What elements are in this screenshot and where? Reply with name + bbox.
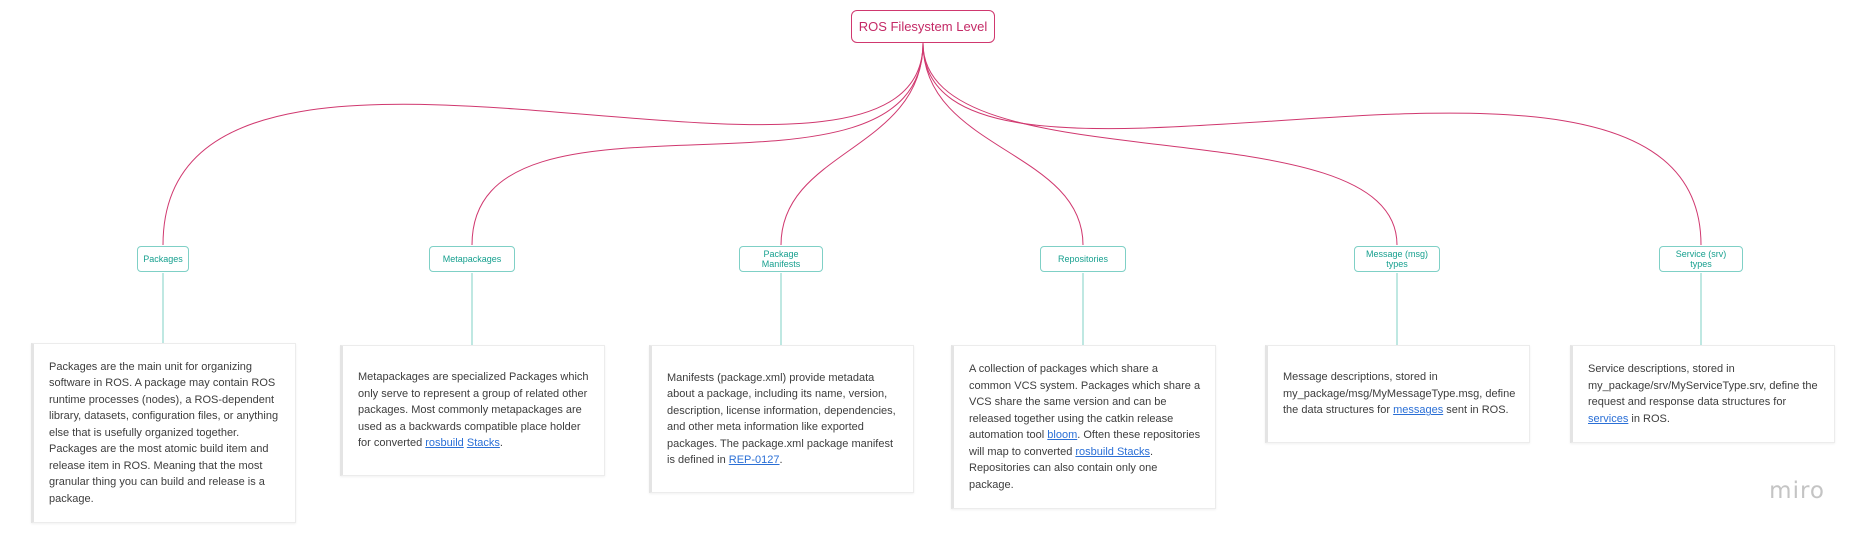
rosbuild-link[interactable]: rosbuild — [425, 437, 464, 450]
topic-packages[interactable]: Packages — [137, 246, 189, 272]
connector-root-metapackages — [471, 42, 924, 246]
messages-link[interactable]: messages — [1393, 404, 1444, 417]
child-connectors — [162, 273, 1702, 345]
topic-message-types[interactable]: Message (msg) types — [1354, 246, 1440, 272]
connector-root-messages — [922, 42, 1398, 246]
card-package-manifests[interactable]: Manifests (package.xml) provide metadata… — [649, 345, 914, 493]
connector-root-packages — [162, 42, 924, 246]
card-services-text: Service descriptions, stored in my_packa… — [1588, 363, 1818, 425]
root-connectors — [162, 42, 1702, 246]
miro-logo: miro — [1769, 478, 1825, 504]
topic-metapackages[interactable]: Metapackages — [429, 246, 515, 272]
card-manifests-text: Manifests (package.xml) provide metadata… — [667, 371, 896, 467]
card-packages-text: Packages are the main unit for organizin… — [49, 360, 279, 505]
connector-root-services — [922, 42, 1702, 246]
topic-package-manifests[interactable]: Package Manifests — [739, 246, 823, 272]
root-topic[interactable]: ROS Filesystem Level — [851, 10, 995, 43]
connector-root-manifests — [780, 42, 924, 246]
card-repositories[interactable]: A collection of packages which share a c… — [951, 345, 1216, 509]
rosbuild-stacks-link[interactable]: rosbuild Stacks — [1075, 445, 1150, 458]
stacks-link[interactable]: Stacks — [466, 437, 500, 450]
card-repositories-text: A collection of packages which share a c… — [969, 363, 1201, 491]
card-service-types[interactable]: Service descriptions, stored in my_packa… — [1570, 345, 1835, 443]
card-messages-text: Message descriptions, stored in my_packa… — [1283, 371, 1516, 417]
bloom-link[interactable]: bloom — [1047, 429, 1078, 441]
card-metapackages-text: Metapackages are specialized Packages wh… — [358, 371, 589, 450]
topic-service-types[interactable]: Service (srv) types — [1659, 246, 1743, 272]
card-packages[interactable]: Packages are the main unit for organizin… — [31, 343, 296, 523]
card-message-types[interactable]: Message descriptions, stored in my_packa… — [1265, 345, 1530, 443]
topic-repositories[interactable]: Repositories — [1040, 246, 1126, 272]
services-link[interactable]: services — [1588, 412, 1629, 425]
connector-root-repositories — [922, 42, 1084, 246]
card-metapackages[interactable]: Metapackages are specialized Packages wh… — [340, 345, 605, 476]
rep-0127-link[interactable]: REP-0127 — [728, 454, 780, 466]
